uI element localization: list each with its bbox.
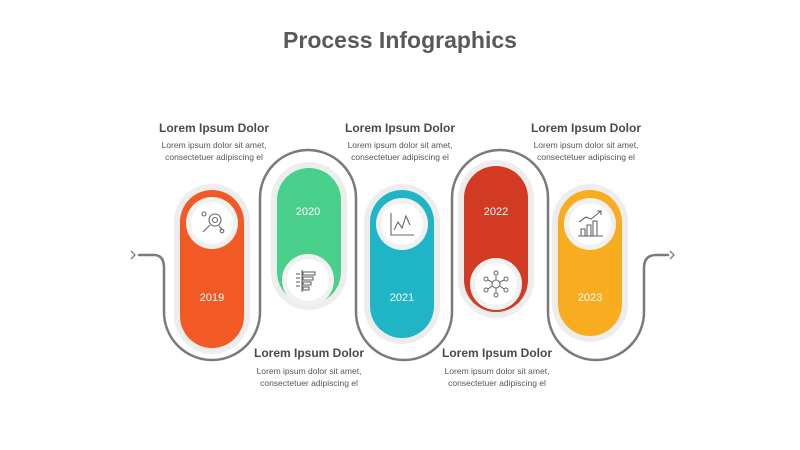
step-2020-desc-line2: consectetuer adipiscing el [260,378,358,388]
step-2021: 2021 [364,184,440,344]
step-2021-desc-line1: Lorem ipsum dolor sit amet, [347,140,453,150]
step-2022: 2022 [458,160,534,318]
step-2022-heading: Lorem Ipsum Dolor [441,346,552,360]
page-title: Process Infographics [283,27,517,53]
network-icon [483,270,509,298]
list-chart-icon [296,270,316,292]
year-label-2021: 2021 [390,292,414,304]
step-2023: 2023 [552,184,628,342]
step-2019-desc-line2: consectetuer adipiscing el [165,152,263,162]
arrow-left-icon [130,250,136,260]
bar-growth-icon [578,210,603,237]
step-2022-description: Lorem ipsum dolor sit amet, consectetuer… [397,365,597,389]
step-2021-description: Lorem ipsum dolor sit amet, consectetuer… [300,139,500,163]
arrow-right-icon [669,250,675,260]
step-2020-heading: Lorem Ipsum Dolor [253,346,364,360]
step-2023-heading: Lorem Ipsum Dolor [530,121,641,135]
step-2019-description: Lorem ipsum dolor sit amet, consectetuer… [114,139,314,163]
step-2019-desc-line1: Lorem ipsum dolor sit amet, [161,140,267,150]
step-2020-desc-line1: Lorem ipsum dolor sit amet, [256,366,362,376]
target-search-icon [201,211,225,234]
step-2020: 2020 [271,162,347,310]
step-2020-description: Lorem ipsum dolor sit amet, consectetuer… [209,365,409,389]
step-2021-desc-line2: consectetuer adipiscing el [351,152,449,162]
process-path [137,148,670,362]
step-2019-heading: Lorem Ipsum Dolor [158,121,269,135]
step-2023-desc-line1: Lorem ipsum dolor sit amet, [533,140,639,150]
step-2023-desc-line2: consectetuer adipiscing el [537,152,635,162]
step-2019: 2019 [174,184,250,354]
year-label-2022: 2022 [484,206,508,218]
year-label-2019: 2019 [200,292,224,304]
step-2022-desc-line2: consectetuer adipiscing el [448,378,546,388]
line-chart-icon [390,213,414,236]
step-2021-heading: Lorem Ipsum Dolor [344,121,455,135]
year-label-2020: 2020 [296,206,320,218]
year-label-2023: 2023 [578,292,602,304]
step-2023-description: Lorem ipsum dolor sit amet, consectetuer… [486,139,686,163]
step-2022-desc-line1: Lorem ipsum dolor sit amet, [444,366,550,376]
